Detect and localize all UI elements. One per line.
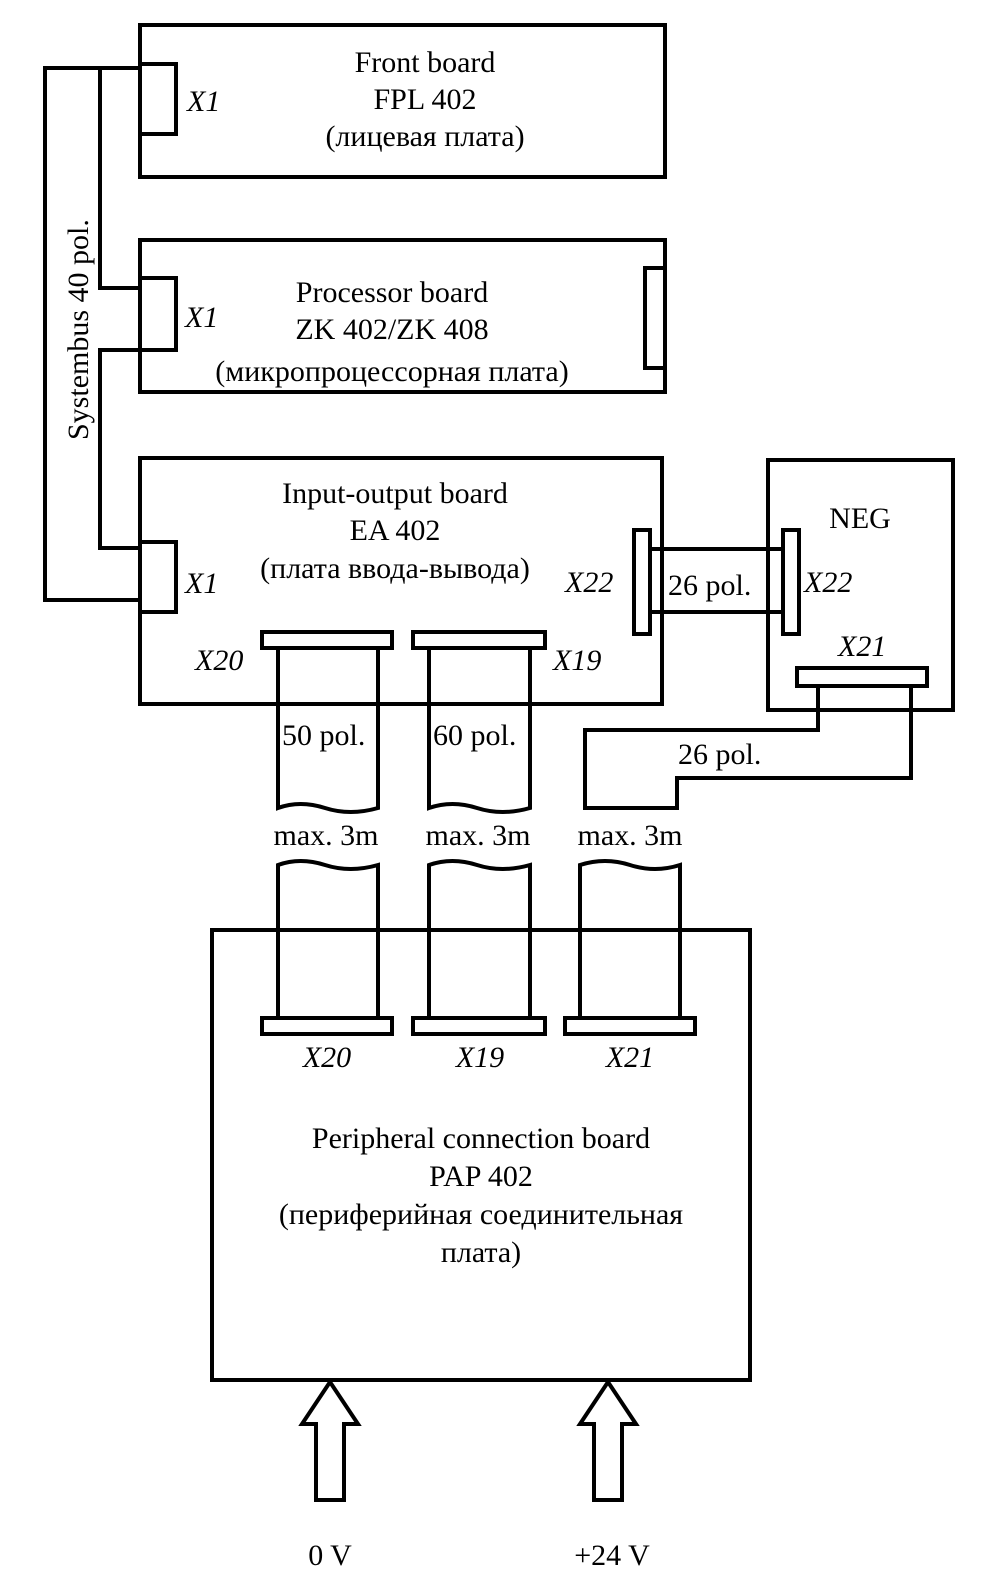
power-0v-arrow (298, 1378, 362, 1502)
peripheral-board (210, 928, 752, 1382)
processor-board (138, 238, 667, 394)
pap-x21-label: X21 (605, 1041, 654, 1074)
io-board (138, 456, 664, 706)
power-24v-label: +24 V (574, 1539, 650, 1572)
io-x1-label: X1 (184, 567, 218, 600)
pap-x19-label: X19 (455, 1041, 504, 1074)
power-24v-arrow (576, 1378, 640, 1502)
front-x1-connector (138, 62, 178, 136)
io-x20-connector (260, 630, 394, 650)
pap-x20-connector (260, 1016, 394, 1036)
neg-x21-label: X21 (837, 630, 886, 663)
io-x19-connector (411, 630, 547, 650)
peripheral-board-code: PAP 402 (429, 1160, 533, 1193)
pap-x19-connector (411, 1016, 547, 1036)
front-board-ru: (лицевая плата) (325, 120, 524, 153)
peripheral-board-ru-1: (периферийная соединительная (279, 1198, 683, 1231)
systembus-label: Systembus 40 pol. (62, 219, 95, 440)
processor-x1-label: X1 (184, 301, 218, 334)
processor-side-connector (643, 266, 667, 370)
front-board-name: Front board (355, 46, 496, 79)
x21-cable-upper (583, 686, 913, 810)
io-board-ru: (плата ввода-вывода) (260, 552, 530, 585)
io-x1-connector (138, 540, 178, 614)
x21-cable-lower (578, 859, 682, 1020)
x19-max-length: max. 3m (426, 819, 531, 852)
neg-label: NEG (829, 502, 891, 535)
processor-board-ru: (микропроцессорная плата) (215, 355, 568, 388)
x22-cable-label: 26 pol. (668, 569, 751, 602)
io-x20-label: X20 (194, 644, 243, 677)
x19-cable-lower (427, 859, 532, 1020)
neg-x22-label: X22 (803, 566, 852, 599)
peripheral-board-ru-2: плата) (441, 1236, 521, 1269)
x20-cable-label: 50 pol. (282, 719, 365, 752)
pap-x21-connector (563, 1016, 697, 1036)
neg-x21-connector (795, 666, 929, 688)
front-board-code: FPL 402 (373, 83, 476, 116)
x20-max-length: max. 3m (274, 819, 379, 852)
processor-x1-connector (138, 276, 178, 352)
power-0v-label: 0 V (308, 1539, 352, 1572)
x19-cable-label: 60 pol. (433, 719, 516, 752)
systembus-cable (43, 66, 140, 602)
io-x22-connector (632, 528, 652, 636)
io-x22-label: X22 (564, 566, 613, 599)
front-board (138, 23, 667, 179)
io-board-code: EA 402 (350, 514, 441, 547)
x20-cable-upper (276, 648, 380, 814)
processor-board-code: ZK 402/ZK 408 (295, 313, 488, 346)
x20-cable-lower (276, 859, 380, 1020)
peripheral-board-name: Peripheral connection board (312, 1122, 650, 1155)
neg-x22-connector (781, 528, 801, 636)
pap-x20-label: X20 (302, 1041, 351, 1074)
io-x19-label: X19 (552, 644, 601, 677)
x19-cable-upper (427, 648, 532, 814)
io-board-name: Input-output board (282, 477, 508, 510)
front-x1-label: X1 (186, 85, 220, 118)
x21-max-length: max. 3m (578, 819, 683, 852)
x21-cable-label: 26 pol. (678, 738, 761, 771)
processor-board-name: Processor board (296, 276, 488, 309)
